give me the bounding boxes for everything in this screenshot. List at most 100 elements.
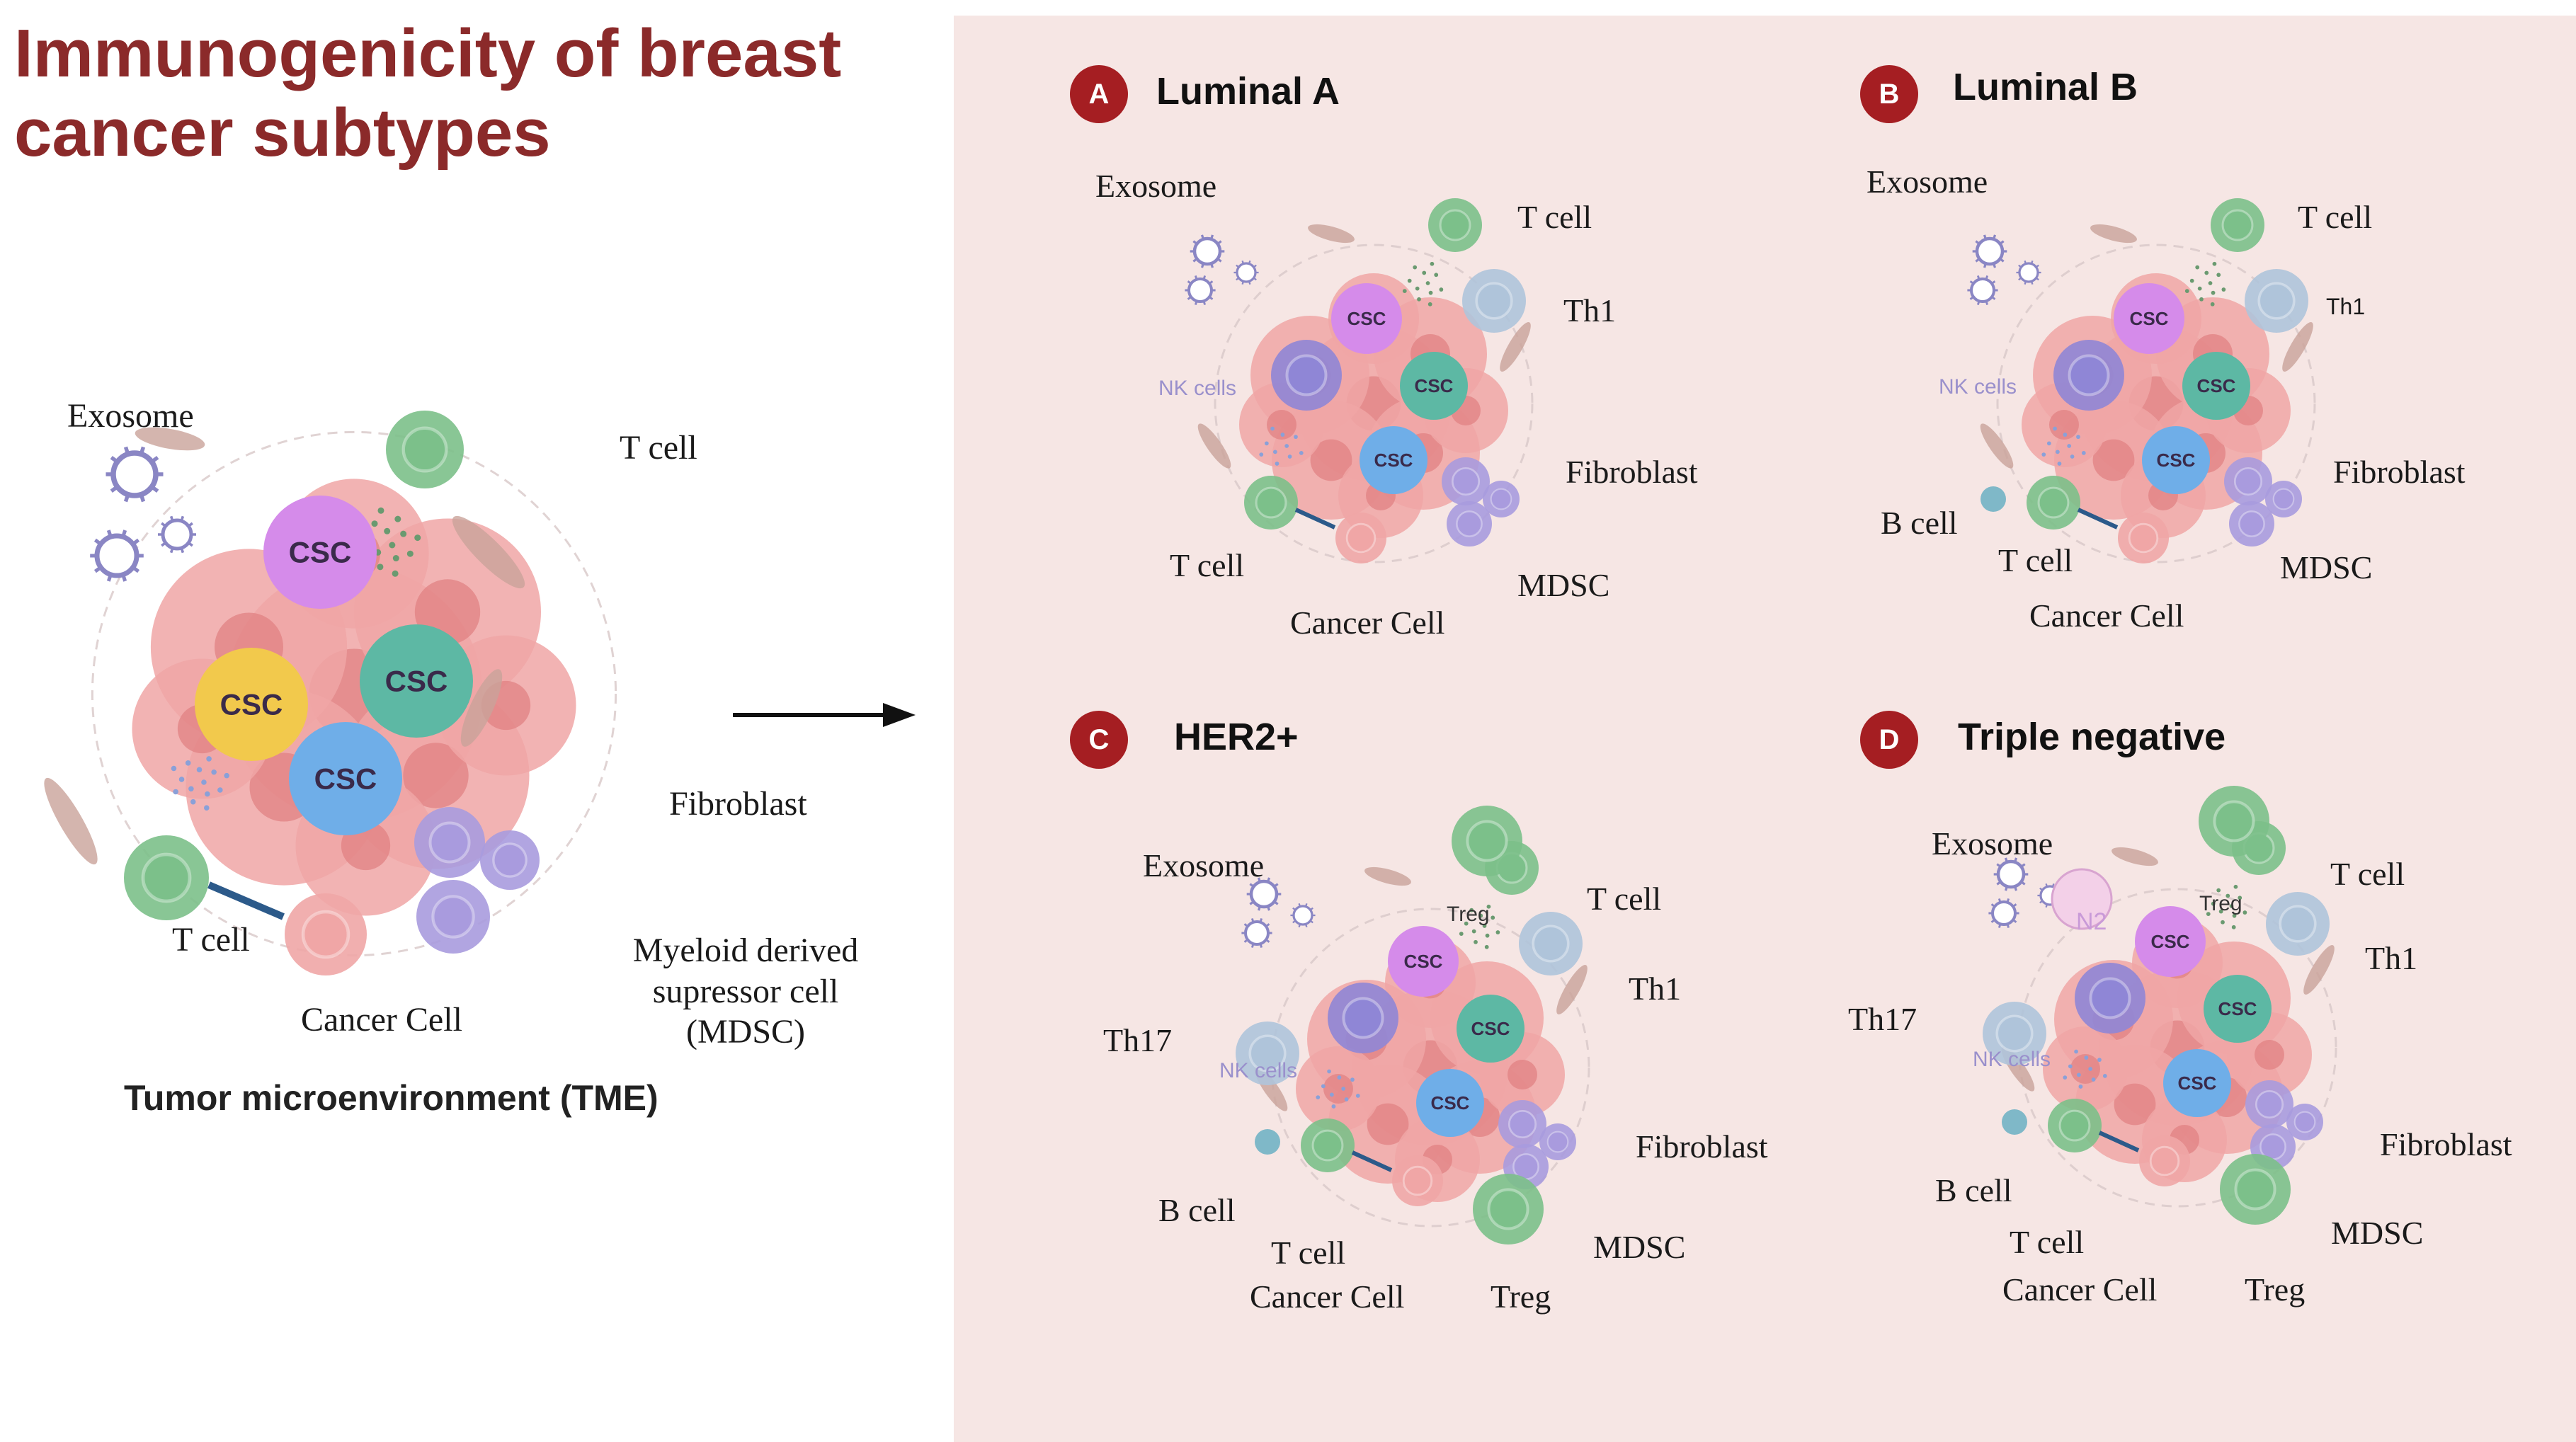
cluster-b-exosome-dot: [2070, 454, 2075, 459]
tme-cytokine-dot: [377, 563, 384, 571]
cluster-d-exosome: [1993, 857, 2029, 891]
cluster-c-cytokine-dot: [1485, 933, 1490, 938]
cluster-d-treg-nucleus: [2234, 1168, 2276, 1211]
cluster-c-cytokine-dot: [1486, 904, 1491, 909]
c-mdsc-label: MDSC: [1593, 1229, 1686, 1265]
tme-t-cell-bottom-label: T cell: [172, 921, 250, 959]
subtypes-panel: [954, 16, 2576, 1442]
tme-fibroblast: [135, 427, 205, 451]
c-th1-label: Th1: [1629, 971, 1682, 1007]
arrow-head: [883, 703, 916, 727]
cluster-a-csc-label: CSC: [1415, 375, 1454, 396]
cluster-c-csc-label: CSC: [1471, 1018, 1510, 1039]
cluster-a-mass-matrix: [1214, 244, 1534, 563]
cluster-b-exosome-dot: [2055, 450, 2060, 454]
cluster-a-cytokine-dot: [1407, 278, 1412, 283]
cluster-c-exosome-dot: [1329, 1092, 1334, 1097]
cluster-a-fibroblast: [1500, 322, 1531, 372]
d-cancer-cell-label: Cancer Cell: [2002, 1271, 2158, 1307]
cluster-b-cytokine-dot: [2184, 289, 2189, 293]
cluster-c-exosome-body: [1249, 879, 1279, 909]
cluster-d-fibroblast: [2303, 945, 2335, 995]
c-exosome-label: Exosome: [1143, 847, 1265, 883]
cluster-d-cytokine-dot: [2206, 912, 2211, 916]
cluster-d-cytokine-dot: [2211, 901, 2216, 906]
badge-b: B: [1860, 65, 1918, 123]
cluster-d-th1-nucleus: [2279, 905, 2317, 943]
cluster-d-cytokine-dot: [2238, 895, 2242, 900]
tme-cancer-cell-label: Cancer Cell: [301, 1001, 462, 1038]
cluster-b-csc: [2114, 283, 2184, 354]
cluster-d-fibroblast: [2111, 847, 2158, 866]
tme-exosome-dot: [224, 772, 229, 779]
cluster-a-cytokine-dot: [1430, 261, 1435, 266]
cluster-a-exosome-body: [1187, 277, 1213, 303]
cluster-b-cytokine-dot: [2221, 287, 2226, 292]
cluster-a-cytokine-dot: [1415, 286, 1420, 291]
cluster-d-cytokine-dot: [2216, 888, 2221, 893]
b-t-cell-bottom-label: T cell: [1998, 542, 2073, 578]
cluster-c-mass-cancer-nucleus: [1508, 1060, 1537, 1089]
cluster-d-exosome-dot: [2091, 1077, 2096, 1082]
tme-exosome-body: [94, 533, 139, 578]
tme-csc-label: CSC: [314, 762, 377, 796]
cluster-c-cytokine-dot: [1469, 908, 1474, 912]
a-t-cell-bottom-label: T cell: [1170, 547, 1245, 583]
cluster-b-csc: [2142, 426, 2210, 494]
tme-cancer-cell-nucleus: [301, 910, 351, 959]
tme-interaction-line: [207, 881, 285, 920]
cluster-b-exosome-body: [1975, 236, 2005, 266]
tme-exosome-dot: [211, 769, 217, 775]
cluster-a-csc: [1360, 426, 1427, 494]
c-treg-top-label: Treg: [1447, 903, 1490, 926]
tme-csc-label: CSC: [385, 665, 448, 698]
cluster-b-cytokine-dot: [2212, 261, 2217, 266]
tme-mdsc-label-2: supressor cell: [652, 973, 839, 1010]
cluster-a-mdsc-nucleus: [1451, 467, 1481, 496]
cluster-d-cytokine-dot: [2229, 904, 2234, 908]
cluster-a-exosome-dot: [1264, 441, 1269, 446]
cluster-b-exosome-body: [2018, 262, 2039, 283]
cluster-c-treg-nucleus: [1466, 820, 1508, 862]
cluster-a-exosome-dot: [1299, 451, 1304, 455]
c-th17-label: Th17: [1103, 1022, 1173, 1058]
cluster-d-treg-nucleus: [2213, 800, 2255, 842]
d-th1-label: Th1: [2365, 940, 2418, 976]
cluster-c-exosome-dot: [1331, 1104, 1336, 1109]
cluster-b-th1-nucleus: [2257, 282, 2296, 320]
d-nk-label: NK cells: [1973, 1048, 2051, 1071]
tme-cytokine-dot: [377, 507, 384, 514]
cluster-d-exosome-body: [1991, 900, 2017, 926]
cluster-d-exosome-dot: [2084, 1055, 2089, 1060]
c-b-cell-label: B cell: [1158, 1192, 1236, 1228]
cluster-b-cytokine-dot: [2189, 278, 2194, 283]
d-fibroblast-label: Fibroblast: [2380, 1126, 2512, 1162]
cluster-c-fibroblast: [1556, 965, 1588, 1014]
cluster-d-exosome-dot: [2063, 1075, 2068, 1080]
cluster-c-csc: [1416, 1069, 1484, 1137]
cluster-d-exosome-dot: [2076, 1072, 2081, 1077]
tme-cytokine-dot: [392, 570, 399, 577]
tme-mdsc-label-1: Myeloid derived: [632, 932, 859, 969]
cluster-b-cytokine-dot: [2216, 273, 2221, 277]
cluster-c-treg-nucleus: [1487, 1188, 1529, 1230]
tme-exosome-body: [110, 450, 159, 498]
cluster-a-cytokine-dot: [1413, 265, 1418, 270]
cluster-b-exosome-dot: [2057, 462, 2062, 466]
cluster-c-exosome: [1241, 918, 1272, 948]
cluster-d-cytokine-dot: [2218, 909, 2223, 914]
badge-c: C: [1070, 711, 1128, 769]
tme-exosome-dot: [206, 756, 212, 762]
cluster-d-csc-label: CSC: [2178, 1072, 2217, 1094]
tme-exosome-dot: [201, 779, 207, 785]
cluster-c-csc: [1388, 926, 1459, 997]
cluster-c-th1-nucleus: [1532, 925, 1570, 963]
tme-exosome: [158, 515, 196, 554]
b-th1-label: Th1: [2326, 294, 2366, 319]
cluster-c-cytokine-dot: [1495, 930, 1500, 934]
cluster-d-csc-label: CSC: [2151, 931, 2190, 952]
c-t-cell-bottom-label: T cell: [1271, 1235, 1346, 1271]
cluster-a-exosome-body: [1192, 236, 1222, 266]
